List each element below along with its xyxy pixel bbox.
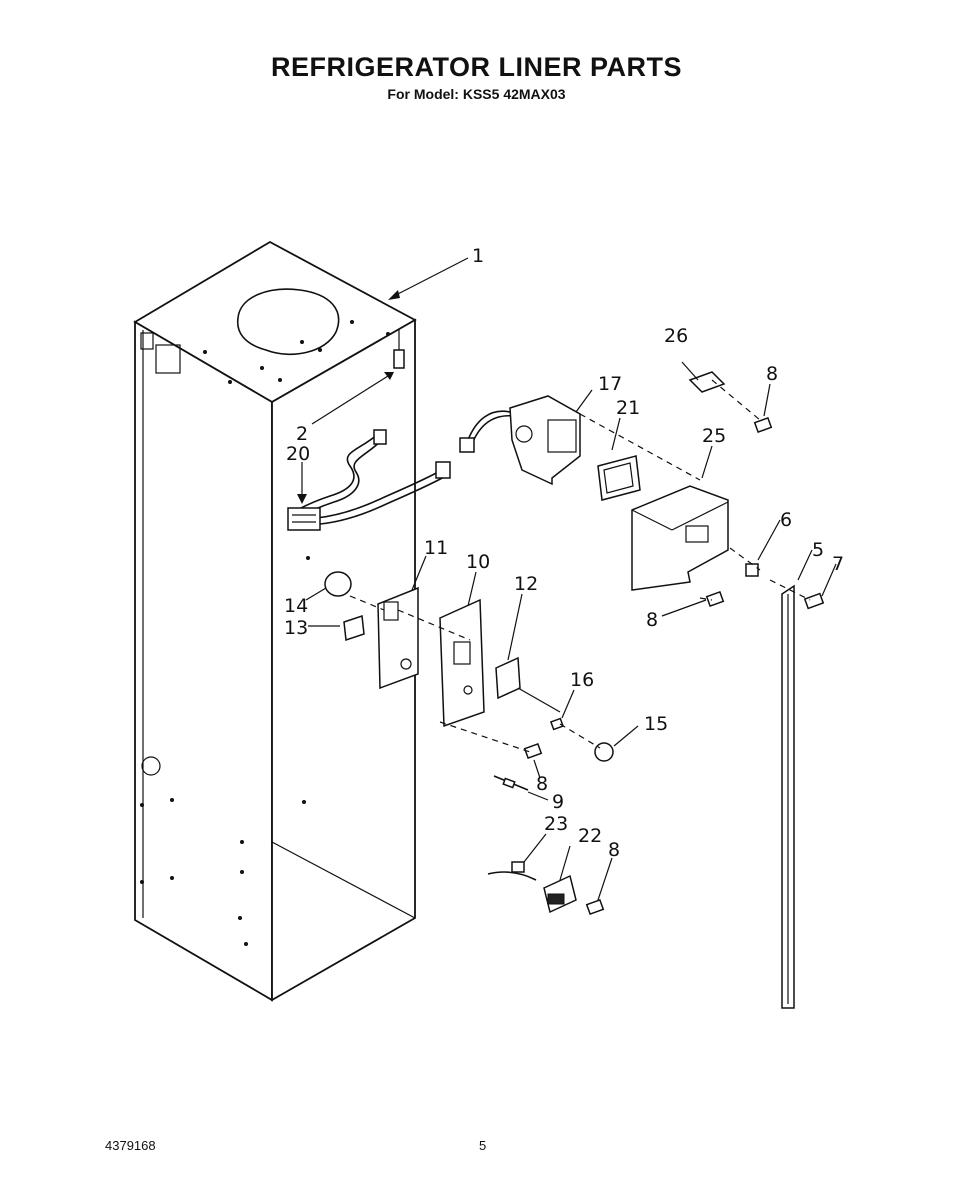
callout-7: 7 (832, 553, 844, 575)
duct-housing (631, 485, 729, 591)
rail (781, 584, 795, 1009)
mounting-plate (377, 586, 419, 690)
callout-8-top: 8 (766, 363, 778, 385)
callout-25: 25 (702, 425, 726, 447)
callout-20: 20 (286, 443, 310, 465)
callout-11: 11 (424, 537, 448, 559)
callout-5: 5 (812, 539, 824, 561)
callout-2: 2 (296, 423, 308, 445)
callout-8-lower: 8 (536, 773, 548, 795)
round-pad (324, 571, 365, 642)
callout-16: 16 (570, 669, 594, 691)
leader-lines (297, 257, 837, 901)
callout-9: 9 (552, 791, 564, 813)
callout-21: 21 (616, 397, 640, 419)
fan-housing (459, 395, 581, 486)
page-number: 5 (479, 1138, 487, 1153)
page-title: REFRIGERATOR LINER PARTS (270, 52, 682, 82)
callout-12: 12 (514, 573, 538, 595)
wire-harness (287, 429, 451, 531)
liner-cabinet (133, 240, 417, 1002)
gasket (597, 455, 641, 501)
callout-10: 10 (466, 551, 490, 573)
callout-15: 15 (644, 713, 668, 735)
callout-14: 14 (284, 595, 308, 617)
callout-26: 26 (664, 325, 688, 347)
small-plate (495, 656, 561, 713)
callout-17: 17 (598, 373, 622, 395)
screw (523, 416, 773, 916)
callout-1: 1 (472, 245, 484, 267)
connector-and-knob (549, 717, 614, 762)
model-subtitle: For Model: KSS5 42MAX03 (387, 86, 566, 102)
callout-8-mid: 8 (646, 609, 658, 631)
callout-22: 22 (578, 825, 602, 847)
callout-labels: 1 2 20 17 26 8 21 25 11 10 12 14 13 6 5 … (284, 245, 844, 861)
part-number: 4379168 (105, 1138, 156, 1153)
clip (688, 371, 726, 393)
bracket (439, 598, 485, 728)
callout-6: 6 (780, 509, 792, 531)
callout-23: 23 (544, 813, 568, 835)
bracket-small (745, 563, 825, 610)
pin (493, 775, 529, 791)
callout-8-bottom: 8 (608, 839, 620, 861)
switch-assembly (487, 861, 577, 914)
assembly-guides (349, 379, 811, 753)
callout-13: 13 (284, 617, 308, 639)
